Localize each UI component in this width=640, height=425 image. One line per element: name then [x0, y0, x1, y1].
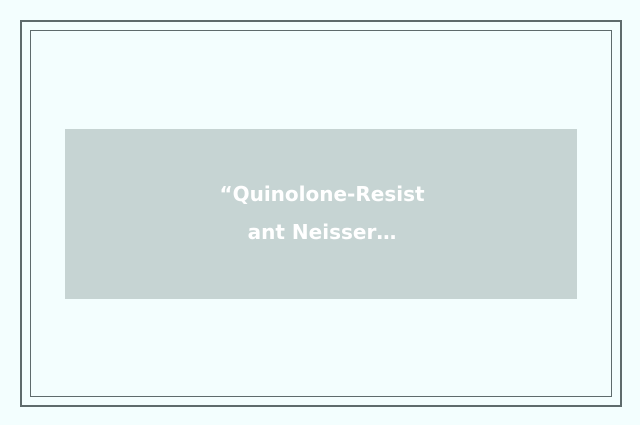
card-title: “Quinolone-Resistant Neisser…	[219, 182, 425, 244]
title-banner: “Quinolone-Resistant Neisser…	[65, 129, 577, 299]
placeholder-card: “Quinolone-Resistant Neisser…	[20, 20, 622, 407]
inner-border: “Quinolone-Resistant Neisser…	[30, 30, 612, 397]
